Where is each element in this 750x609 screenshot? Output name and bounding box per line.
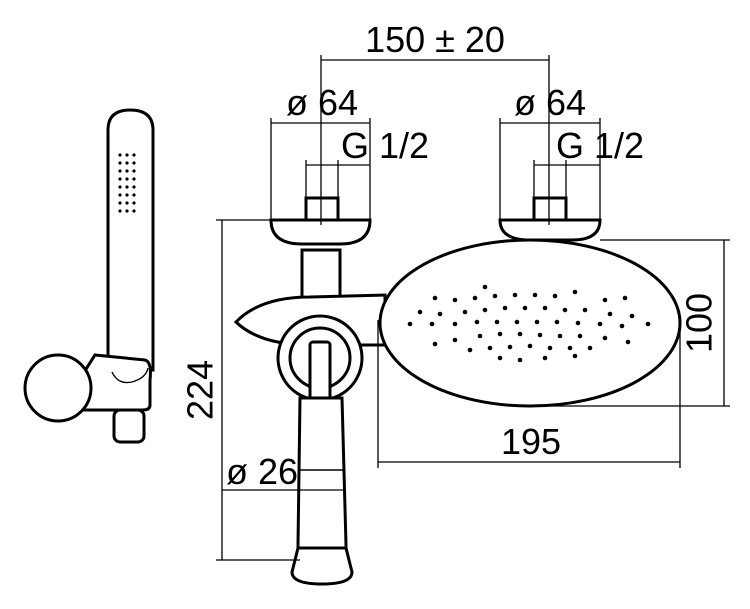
mixer-body [233, 293, 387, 586]
shower-head-nozzles [407, 284, 651, 363]
dim-flange-left-label: ø 64 [286, 82, 358, 123]
shower-head [378, 238, 682, 408]
hand-shower [23, 108, 155, 444]
dim-head-width-label: 195 [501, 421, 561, 462]
dim-thread-right-label: G 1/2 [556, 125, 644, 166]
dim-total-height-label: 224 [180, 360, 221, 420]
dim-spacing-label: 150 ± 20 [365, 19, 505, 60]
dimension-labels: 150 ± 20 ø 64 G 1/2 ø 64 G 1/2 100 195 2… [180, 19, 720, 492]
dim-head-height-label: 100 [679, 293, 720, 353]
spout-outlet [290, 546, 354, 586]
dim-thread-left-label: G 1/2 [341, 125, 429, 166]
dimension-lines [216, 55, 730, 561]
hand-shower-handle [106, 108, 155, 372]
hand-shower-hose-connector [112, 408, 146, 444]
hand-shower-holder-knob [23, 353, 93, 423]
dim-flange-right-label: ø 64 [514, 82, 586, 123]
hand-shower-nozzles [118, 153, 136, 213]
right-wall-connector [498, 196, 602, 242]
dim-pipe-diameter-label: ø 26 [226, 451, 298, 492]
